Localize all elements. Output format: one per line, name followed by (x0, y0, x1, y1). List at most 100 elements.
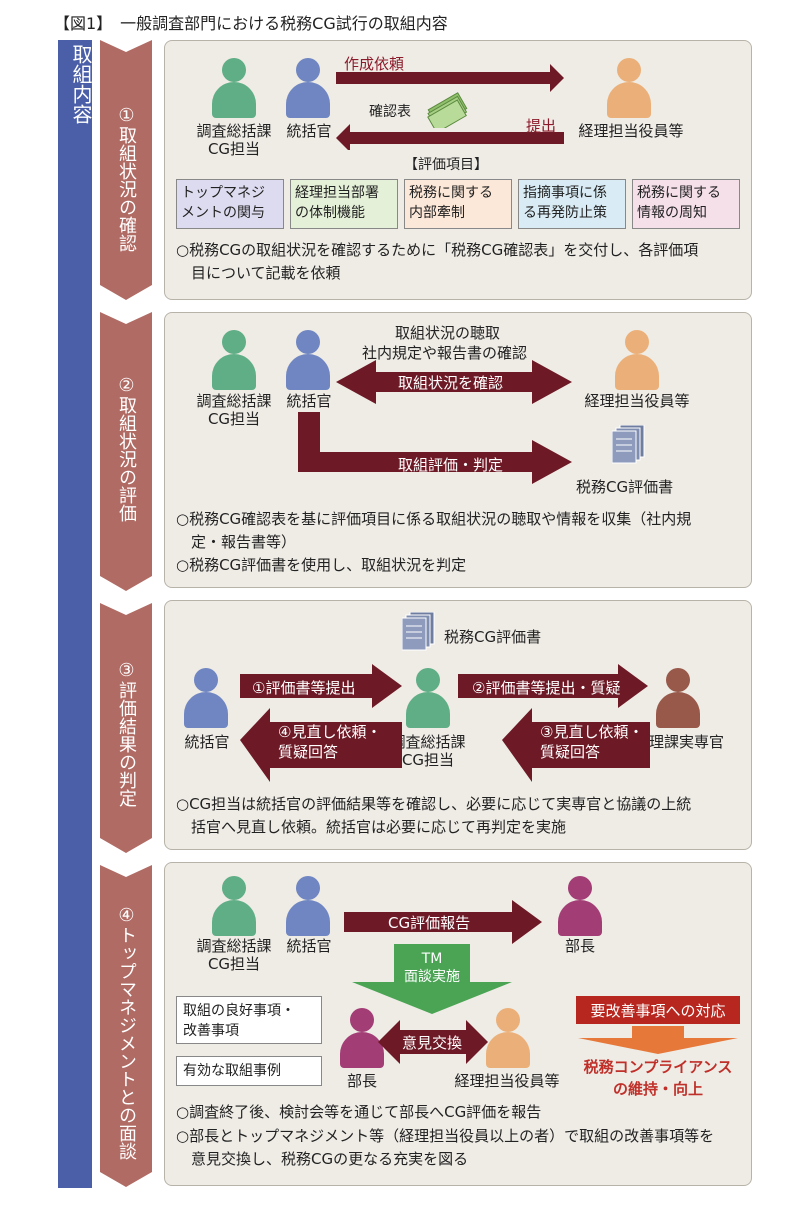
action-label: 要改善事項への対応 (590, 1002, 726, 1020)
note-step-4a: ○調査終了後、検討会等を通じて部長へCG評価を報告 (176, 1103, 542, 1121)
arrows-panel-3 (240, 664, 650, 782)
step-label-2: ②取組状況の評価 (116, 375, 137, 522)
chevron-step-4 (100, 865, 152, 1187)
arrow-eval-label: 取組評価・判定 (398, 456, 504, 474)
person-icon-tokatsu (194, 668, 218, 692)
step-chevrons (100, 40, 152, 1187)
arrow-submit (336, 124, 564, 150)
eval-item-2: 経理担当部署 の体制機能 (290, 179, 398, 229)
arrow-exchange (378, 1020, 488, 1064)
box-good-items: 取組の良好事項・ 改善事項 (176, 996, 322, 1044)
person-icon-bucho (568, 876, 592, 900)
arrow-report-label: CG評価報告 (388, 914, 471, 932)
role-cg: 調査総括課 CG担当 (390, 733, 466, 769)
person-icon-cg-body (212, 82, 256, 118)
person-icon-keiri-body (615, 354, 659, 390)
role-cg: 調査総括課 CG担当 (196, 122, 272, 158)
arrow-tm-label: TM 面談実施 (404, 951, 460, 985)
eval-item-5: 税務に関する 情報の周知 (632, 179, 740, 229)
arrow-request-label: 作成依頼 (344, 55, 405, 73)
note-step-2a: ○税務CG確認表を基に評価項目に係る取組状況の聴取や情報を収集（社内規 定・報告… (176, 510, 692, 551)
box-effective-cases: 有効な取組事例 (176, 1056, 322, 1086)
person-icon-cg (222, 876, 246, 900)
arrow-action (578, 1026, 738, 1054)
role-cg: 調査総括課 CG担当 (196, 392, 272, 428)
eval-item-4: 指摘事項に係 る再発防止策 (518, 179, 626, 229)
arrow-exchange-svg (378, 1020, 488, 1064)
person-icon-keiri-body (607, 82, 651, 118)
step2-text-2: 社内規定や報告書の確認 (362, 344, 528, 362)
arrow-tm (352, 944, 512, 1014)
eval-header: 【評価項目】 (404, 157, 488, 173)
person-icon-cg-body (212, 900, 256, 936)
arrow-step3-2-label: ②評価書等提出・質疑 (472, 679, 621, 697)
step-label-1: ①取組状況の確認 (116, 105, 137, 252)
chevron-step-2 (100, 312, 152, 591)
person-icon-tokatsu (296, 876, 320, 900)
eval-item-1: トップマネジ メントの関与 (176, 179, 284, 229)
arrow-submit-label: 提出 (526, 117, 557, 135)
arrows-panel-1 (336, 64, 564, 150)
role-bucho-2: 部長 (346, 1072, 377, 1090)
person-icon-keiri (625, 330, 649, 354)
arrow-step3-2 (458, 664, 648, 708)
chevron-step-1 (100, 40, 152, 300)
role-tokatsu: 統括官 (286, 937, 332, 955)
person-icon-tokatsu-body (286, 82, 330, 118)
role-bucho: 部長 (564, 937, 595, 955)
arrow-step3-4-label: ④見直し依頼・ 質疑回答 (278, 723, 382, 761)
note-step-2b: ○税務CG評価書を使用し、取組状況を判定 (176, 556, 467, 574)
role-tokatsu: 統括官 (286, 122, 332, 140)
person-icon-tokatsu-body (184, 692, 228, 728)
arrow-step3-3 (502, 708, 650, 782)
note-step-1: ○税務CGの取組状況を確認するために「税務CG確認表」を交付し、各評価項 目につ… (176, 241, 699, 282)
arrow-exchange-label: 意見交換 (402, 1034, 463, 1052)
sidebar-bar (58, 40, 92, 1188)
role-tokatsu: 統括官 (286, 392, 332, 410)
note-step-4b: ○部長とトップマネジメント等（経理担当役員以上の者）で取組の改善事項等を 意見交… (176, 1127, 715, 1168)
role-keiri: 経理担当役員等 (584, 392, 690, 410)
role-keiri: 経理担当役員等 (578, 122, 684, 140)
role-cg: 調査総括課 CG担当 (196, 937, 272, 973)
role-tokatsu: 統括官 (184, 733, 230, 751)
person-icon-cg (222, 330, 246, 354)
role-keiri-2: 経理担当役員等 (454, 1072, 560, 1090)
arrow-confirm-label: 取組状況を確認 (398, 374, 504, 392)
person-icon-bucho (350, 1008, 374, 1032)
person-icon-cg-body (212, 354, 256, 390)
role-kanri: 管理課実専官 (633, 733, 724, 751)
arrow-report (344, 900, 542, 944)
step-label-4: ④トップマネジメントとの面談 (116, 905, 137, 1160)
arrow-report-svg (344, 900, 542, 944)
result-label: 税務コンプライアンス の維持・向上 (583, 1058, 733, 1098)
person-icon-keiri-body (486, 1032, 530, 1068)
arrow-step3-1-label: ①評価書等提出 (252, 679, 356, 697)
action-box (576, 996, 740, 1024)
person-icon-tokatsu-body (286, 900, 330, 936)
person-icon-kanri-body (656, 692, 700, 728)
person-icon-cg (222, 58, 246, 82)
person-icon-cg-body (406, 692, 450, 728)
arrow-step3-3-label: ③見直し依頼・ 質疑回答 (540, 723, 644, 761)
chevron-step-3 (100, 603, 152, 853)
doc-label-hyoka: 税務CG評価書 (576, 478, 674, 496)
person-icon-keiri (617, 58, 641, 82)
person-icon-tokatsu (296, 58, 320, 82)
arrow-request (336, 64, 564, 92)
person-icon-tokatsu-body (286, 354, 330, 390)
person-icon-kanri (666, 668, 690, 692)
person-icon-bucho-body (558, 900, 602, 936)
arrow-action-svg (578, 1026, 738, 1054)
document-stack-icon (427, 92, 468, 128)
person-icon-tokatsu (296, 330, 320, 354)
person-icon-keiri (496, 1008, 520, 1032)
step2-text-1: 取組状況の聴取 (395, 324, 501, 342)
arrow-confirm (336, 360, 572, 404)
doc-label-hyoka-3: 税務CG評価書 (444, 628, 542, 646)
note-step-3: ○CG担当は統括官の評価結果等を確認し、必要に応じて実専官と協議の上統 括官へ見… (176, 795, 692, 836)
panel-step-2 (164, 312, 752, 588)
arrow-tm-svg (352, 944, 512, 1014)
document-icon (612, 425, 645, 464)
person-icon-bucho-body (340, 1032, 384, 1068)
doc-label-kakunin: 確認表 (369, 104, 411, 120)
